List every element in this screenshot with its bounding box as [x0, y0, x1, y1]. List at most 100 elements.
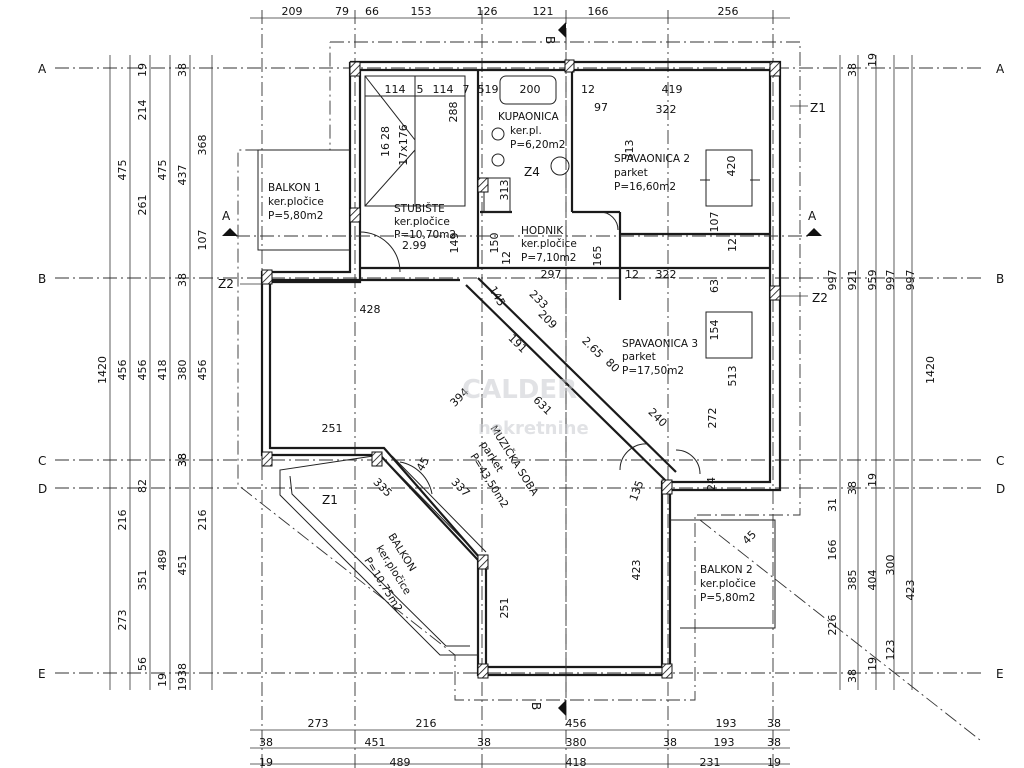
inner-dim-text: 272: [706, 408, 719, 429]
section-a-right-label: A: [808, 209, 817, 223]
left-dim-text: 19: [136, 63, 149, 77]
left-dim-text: 456: [116, 360, 129, 381]
inner-dim-text: 251: [498, 598, 511, 619]
inner-dim-text: 7: [463, 83, 470, 96]
top-dim-text: 126: [477, 5, 498, 18]
section-a-right-icon: A: [806, 209, 822, 236]
watermark-text: CALDER: [462, 375, 577, 405]
left-dim-text: 368: [196, 135, 209, 156]
inner-dim-text: 233: [526, 288, 550, 312]
section-b-bottom-label: B: [529, 702, 543, 710]
left-dim-text: 38: [176, 273, 189, 287]
right-dim-text: 959: [866, 270, 879, 291]
column: [261, 269, 273, 285]
axis-label-e-right: E: [996, 667, 1004, 681]
left-dim-text: 456: [136, 360, 149, 381]
left-dim-text: 38: [176, 663, 189, 677]
marker-z1-right: Z1: [810, 101, 826, 115]
right-dim-text: 123: [884, 640, 897, 661]
right-dim-text: 19: [866, 53, 879, 67]
room-name-spavaonica3: SPAVAONICA 3: [622, 338, 698, 350]
left-dim-text: 418: [156, 360, 169, 381]
room-name-balkon2: BALKON 2: [700, 564, 753, 576]
room-name-kupaonica: KUPAONICA: [498, 111, 559, 123]
room-name-balkon1: BALKON 1: [268, 182, 321, 194]
axis-label-e-left: E: [38, 667, 46, 681]
right-dim-text: 226: [826, 615, 839, 636]
inner-dim-text: 149: [448, 233, 461, 254]
column: [349, 61, 361, 77]
column: [477, 177, 489, 193]
inner-dim-text: 63: [708, 279, 721, 293]
left-dim-text: 475: [156, 160, 169, 181]
inner-dim-text: 45: [740, 528, 759, 547]
right-dim-text: 423: [904, 580, 917, 601]
section-b-bottom-icon: B: [529, 700, 566, 716]
bottom-dimensions: 273 216 456 193 38 38 451 38 380 38 193 …: [259, 717, 781, 768]
column: [661, 663, 673, 679]
left-dim-text: 214: [136, 100, 149, 121]
axis-label-d-right: D: [996, 482, 1005, 496]
inner-dim-text: 135: [627, 479, 646, 503]
room-floor-hodnik: ker.pločice: [521, 238, 577, 250]
right-dim-text: 166: [826, 540, 839, 561]
column: [564, 59, 575, 73]
column: [477, 554, 489, 570]
right-dimensions: 38 19 997 921 959 997 997 1420 38 19 31 …: [826, 53, 937, 683]
left-dimensions: 19 214 475 261 107 38 1420 456 38 216 27…: [96, 63, 209, 691]
right-dim-text: 19: [866, 473, 879, 487]
right-dim-text: 404: [866, 570, 879, 591]
marker-z1-bottom: Z1: [322, 493, 338, 507]
bottom-dim-text: 273: [308, 717, 329, 730]
inner-dim-text: 428: [360, 303, 381, 316]
marker-z2-left: Z2: [218, 277, 234, 291]
left-dim-text: 38: [176, 453, 189, 467]
roof-outline: [237, 41, 801, 701]
bottom-dim-text: 456: [566, 717, 587, 730]
inner-dim-text: 200: [520, 83, 541, 96]
marker-z4: Z4: [524, 165, 540, 179]
room-name-spavaonica2: SPAVAONICA 2: [614, 153, 690, 165]
room-area-spavaonica2: P=16,60m2: [614, 181, 676, 193]
inner-dim-text: 114: [385, 83, 406, 96]
left-dim-text: 380: [176, 360, 189, 381]
left-dim-text: 261: [136, 195, 149, 216]
left-dim-text: 489: [156, 550, 169, 571]
left-dim-text: 56: [136, 657, 149, 671]
top-dimensions: 209 79 66 153 126 121 166 256: [282, 5, 739, 18]
bottom-dim-text: 418: [566, 756, 587, 768]
top-dim-text: 153: [411, 5, 432, 18]
top-dim-text: 166: [588, 5, 609, 18]
column: [371, 451, 383, 467]
bottom-dim-text: 489: [390, 756, 411, 768]
room-area-kupaonica: P=6,20m2: [510, 139, 565, 151]
top-dim-text: 121: [533, 5, 554, 18]
bottom-dim-text: 451: [365, 736, 386, 749]
right-dim-text: 921: [846, 270, 859, 291]
inner-dim-text: 313: [498, 180, 511, 201]
inner-dim-text: 191: [505, 332, 529, 356]
right-dim-text: 38: [846, 63, 859, 77]
inner-dim-text: 322: [656, 103, 677, 116]
inner-dim-text: 28: [379, 126, 392, 140]
left-dim-text: 1420: [96, 356, 109, 384]
left-dim-text: 38: [176, 63, 189, 77]
top-dim-text: 209: [282, 5, 303, 18]
inner-dim-text: 45: [414, 455, 432, 474]
inner-dim-text: 297: [541, 268, 562, 281]
inner-dim-text: 251: [322, 422, 343, 435]
marker-z2-right: Z2: [812, 291, 828, 305]
inner-dim-text: 80: [603, 356, 622, 375]
axis-label-b-right: B: [996, 272, 1004, 286]
inner-dim-text: 322: [656, 268, 677, 281]
left-dim-text: 216: [196, 510, 209, 531]
section-a-left-label: A: [222, 209, 231, 223]
bottom-dim-text: 38: [767, 717, 781, 730]
inner-dim-text: 419: [662, 83, 683, 96]
column: [661, 479, 673, 495]
axis-label-d-left: D: [38, 482, 47, 496]
room-floor-spavaonica2: parket: [614, 167, 648, 179]
left-dim-text: 456: [196, 360, 209, 381]
top-dim-text: 66: [365, 5, 379, 18]
